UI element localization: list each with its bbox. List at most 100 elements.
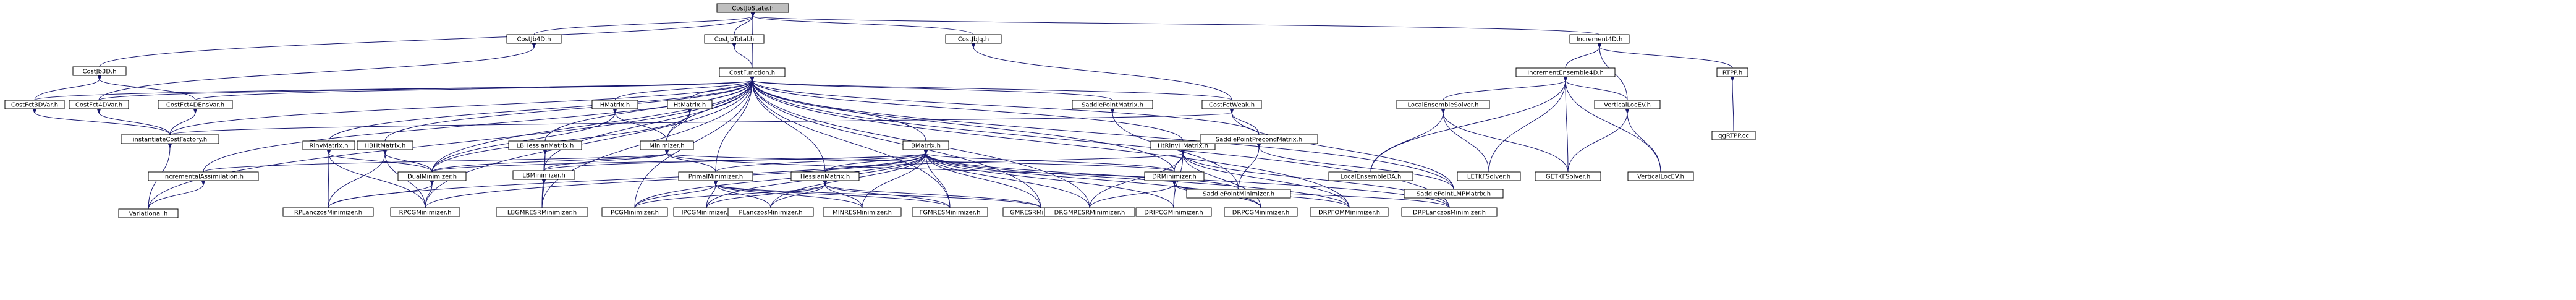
node-box — [1200, 134, 1318, 144]
node-incremental-assimilation[interactable]: IncrementalAssimilation.h — [148, 171, 259, 181]
edge-b-matrix-to-dual-minimizer — [431, 153, 926, 173]
node-label: DRGMRESRMinimizer.h — [1054, 210, 1125, 216]
node-cost-function[interactable]: CostFunction.h — [719, 67, 786, 77]
node-dual-minimizer[interactable]: DualMinimizer.h — [397, 171, 467, 181]
edge-cost-fct-weak-to-saddle-point-precond-matrix — [1232, 113, 1260, 135]
node-label: DRMinimizer.h — [1152, 174, 1197, 181]
node-cost-jb-total[interactable]: CostJbTotal.h — [704, 34, 765, 44]
node-label: LBHessianMatrix.h — [517, 143, 574, 150]
node-hessian-matrix[interactable]: HessianMatrix.h — [790, 171, 860, 181]
edge-hessian-matrix-to-minres-minimizer — [825, 184, 863, 208]
node-letkf-solver[interactable]: LETKFSolver.h — [1457, 171, 1521, 181]
node-h-matrix[interactable]: HMatrix.h — [591, 100, 638, 109]
edge-cost-function-to-dual-minimizer — [431, 80, 752, 173]
node-cost-jb-state[interactable]: CostJbState.h — [716, 3, 789, 13]
node-saddle-point-matrix[interactable]: SaddlePointMatrix.h — [1072, 100, 1153, 109]
node-rinv-matrix[interactable]: RinvMatrix.h — [302, 140, 355, 150]
node-saddle-point-precond-matrix[interactable]: SaddlePointPrecondMatrix.h — [1200, 134, 1318, 144]
node-label: qgRTPP.cc — [1718, 133, 1749, 140]
node-label: RinvMatrix.h — [310, 143, 349, 150]
node-label: LBMinimizer.h — [522, 173, 566, 179]
node-saddle-point-lmp-matrix[interactable]: SaddlePointLMPMatrix.h — [1404, 189, 1504, 199]
node-label: HtMatrix.h — [674, 102, 706, 109]
node-instantiate-cost-factory[interactable]: instantiateCostFactory.h — [121, 134, 219, 144]
node-label: Minimizer.h — [649, 143, 684, 150]
node-minres-minimizer[interactable]: MINRESMinimizer.h — [823, 207, 902, 217]
node-lb-hessian-matrix[interactable]: LBHessianMatrix.h — [508, 140, 582, 150]
node-local-ensemble-da[interactable]: LocalEnsembleDA.h — [1328, 171, 1413, 181]
edge-b-matrix-to-minres-minimizer — [862, 153, 926, 208]
node-label: IPCGMinimizer.h — [682, 210, 732, 216]
edge-local-ensemble-solver-to-getkf-solver — [1443, 113, 1569, 173]
node-dr-minimizer[interactable]: DRMinimizer.h — [1144, 171, 1205, 181]
node-box — [4, 100, 65, 109]
node-fgmres-minimizer[interactable]: FGMRESMinimizer.h — [912, 207, 988, 217]
node-ht-matrix[interactable]: HtMatrix.h — [667, 100, 713, 109]
edge-b-matrix-to-fgmres-minimizer — [926, 153, 951, 208]
node-box — [823, 207, 902, 217]
node-cost-fct-weak[interactable]: CostFctWeak.h — [1201, 100, 1262, 109]
node-cost-jb3-d[interactable]: CostJb3D.h — [72, 66, 127, 76]
node-ht-rinv-h-matrix[interactable]: HtRinvHMatrix.h — [1150, 140, 1216, 150]
node-cost-fct4-d-ens-var[interactable]: CostFct4DEnsVar.h — [158, 100, 233, 109]
node-cost-fct3-d-var[interactable]: CostFct3DVar.h — [4, 100, 65, 109]
node-getkf-solver[interactable]: GETKFSolver.h — [1535, 171, 1601, 181]
node-increment4-d[interactable]: Increment4D.h — [1569, 34, 1630, 44]
node-qg-rtpp[interactable]: qgRTPP.cc — [1711, 131, 1756, 140]
node-p-lanczos-minimizer[interactable]: PLanczosMinimizer.h — [727, 207, 814, 217]
edge-minimizer-to-dr-minimizer — [667, 153, 1175, 173]
edge-b-matrix-to-pcg-minimizer — [634, 153, 926, 208]
node-rtpp[interactable]: RTPP.h — [1716, 67, 1748, 77]
edge-cost-function-to-variational — [148, 80, 752, 210]
node-box — [1457, 171, 1521, 181]
node-dripcg-minimizer[interactable]: DRIPCGMinimizer.h — [1135, 207, 1212, 217]
edge-h-matrix-to-minimizer — [615, 113, 667, 142]
node-drgmresr-minimizer[interactable]: DRGMRESRMinimizer.h — [1044, 207, 1135, 217]
node-local-ensemble-solver[interactable]: LocalEnsembleSolver.h — [1396, 100, 1490, 109]
node-lbgmresr-minimizer[interactable]: LBGMRESRMinimizer.h — [496, 207, 588, 217]
node-box — [1072, 100, 1153, 109]
node-label: PrimalMinimizer.h — [688, 174, 744, 181]
node-cost-fct4-d-var[interactable]: CostFct4DVar.h — [69, 100, 129, 109]
node-minimizer[interactable]: Minimizer.h — [640, 140, 694, 150]
node-pcg-minimizer[interactable]: PCGMinimizer.h — [601, 207, 668, 217]
edge-increment-ensemble4-d-to-letkf-solver — [1488, 80, 1566, 173]
node-rpcg-minimizer[interactable]: RPCGMinimizer.h — [390, 207, 460, 217]
edge-rtpp-to-qg-rtpp — [1732, 80, 1734, 132]
edge-cost-function-to-saddle-point-lmp-matrix — [752, 80, 1454, 190]
node-drpcg-minimizer[interactable]: DRPCGMinimizer.h — [1224, 207, 1298, 217]
node-box — [678, 171, 753, 181]
node-drpfom-minimizer[interactable]: DRPFOMMinimizer.h — [1310, 207, 1389, 217]
edge-saddle-point-precond-matrix-to-saddle-point-lmp-matrix — [1259, 147, 1454, 190]
edge-dr-minimizer-to-drgmresr-minimizer — [1089, 184, 1174, 208]
edge-hb-ht-matrix-to-dual-minimizer — [385, 153, 433, 173]
node-variational[interactable]: Variational.h — [118, 208, 179, 218]
node-lb-minimizer[interactable]: LBMinimizer.h — [512, 170, 575, 180]
node-box — [512, 170, 575, 180]
edge-cost-function-to-gmresr-minimizer — [752, 80, 1041, 208]
node-vertical-loc-ev[interactable]: VerticalLocEV.h — [1594, 100, 1661, 109]
node-box — [390, 207, 460, 217]
node-drp-lanczos-minimizer[interactable]: DRPLanczosMinimizer.h — [1401, 207, 1498, 217]
node-cost-jb-jq[interactable]: CostJbJq.h — [945, 34, 1002, 44]
node-label: DRPCGMinimizer.h — [1232, 210, 1290, 216]
node-rp-lanczos-minimizer[interactable]: RPLanczosMinimizer.h — [282, 207, 374, 217]
node-cost-jb4-d[interactable]: CostJb4D.h — [506, 34, 562, 44]
node-vertical-loc-e-vh2[interactable]: VerticalLocEV.h — [1627, 171, 1694, 181]
node-box — [72, 66, 127, 76]
node-label: CostJbTotal.h — [714, 36, 754, 43]
node-increment-ensemble4-d[interactable]: IncrementEnsemble4D.h — [1515, 67, 1616, 77]
node-box — [1401, 207, 1498, 217]
node-primal-minimizer[interactable]: PrimalMinimizer.h — [678, 171, 753, 181]
node-label: DualMinimizer.h — [407, 174, 457, 181]
node-hb-ht-matrix[interactable]: HBHtMatrix.h — [357, 140, 413, 150]
edge-minimizer-to-saddle-point-minimizer — [667, 153, 1239, 190]
node-b-matrix[interactable]: BMatrix.h — [902, 140, 949, 150]
node-box — [1396, 100, 1490, 109]
edge-hessian-matrix-to-ipcg-minimizer — [706, 184, 825, 208]
edge-cost-jb4-d-to-cost-fct4-d-var — [98, 47, 534, 101]
edge-cost-fct3-d-var-to-instantiate-cost-factory — [35, 113, 171, 135]
node-label: SaddlePointPrecondMatrix.h — [1216, 137, 1302, 144]
node-saddle-point-minimizer[interactable]: SaddlePointMinimizer.h — [1186, 189, 1291, 199]
